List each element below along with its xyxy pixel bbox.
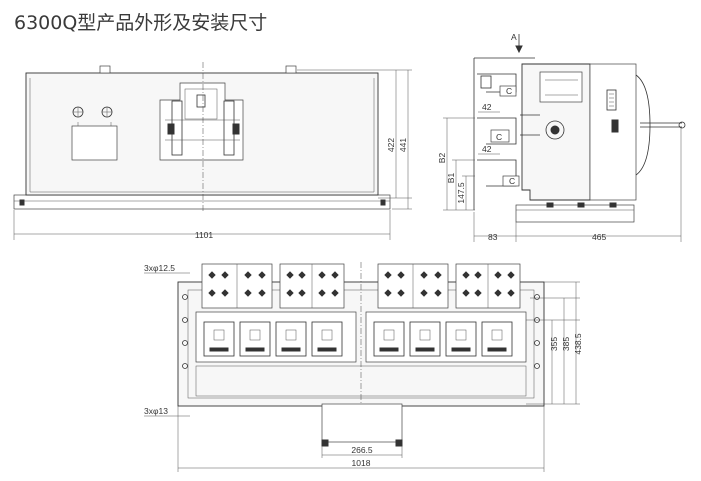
- base-right-label: 465: [592, 232, 606, 242]
- terminal-label-2: C: [496, 132, 502, 142]
- terminal-label-1: C: [506, 86, 512, 96]
- height-label-355: 355: [549, 337, 559, 351]
- front-height-outer-label: 441: [398, 138, 408, 152]
- page-title: 6300Q型产品外形及安装尺寸: [14, 12, 268, 34]
- operating-handle: [159, 82, 244, 161]
- height-label-438-5: 438.5: [573, 333, 583, 355]
- front-view: 1101 422 441: [13, 62, 412, 240]
- handle-slot: [196, 94, 206, 108]
- terminal-label-3: C: [509, 176, 515, 186]
- side-view: A C C C 42 42 B2 B1 147.5: [437, 32, 686, 242]
- height-label-b1: B1: [446, 173, 456, 184]
- pitch-label-1: 42: [482, 102, 492, 112]
- view-arrow-label: A: [511, 32, 517, 42]
- bottom-bracket: [321, 403, 403, 443]
- front-height-inner-label: 422: [386, 138, 396, 152]
- pitch-label-2: 42: [482, 144, 492, 154]
- side-base: [515, 204, 635, 223]
- top-view: 3xφ12.5: [144, 262, 583, 472]
- bracket-width-label: 266.5: [351, 445, 373, 455]
- base-left-label: 83: [488, 232, 498, 242]
- total-width-label: 1018: [352, 458, 371, 468]
- gear-icon: [545, 120, 565, 140]
- nameplate: [71, 125, 118, 161]
- front-base-plate: [13, 194, 391, 210]
- height-label-147-5: 147.5: [456, 182, 466, 204]
- front-width-label: 1101: [195, 230, 214, 240]
- height-label-b2: B2: [437, 153, 447, 164]
- height-label-385: 385: [561, 337, 571, 351]
- hole-top-label: 3xφ12.5: [144, 263, 175, 273]
- hole-bottom-label: 3xφ13: [144, 406, 168, 416]
